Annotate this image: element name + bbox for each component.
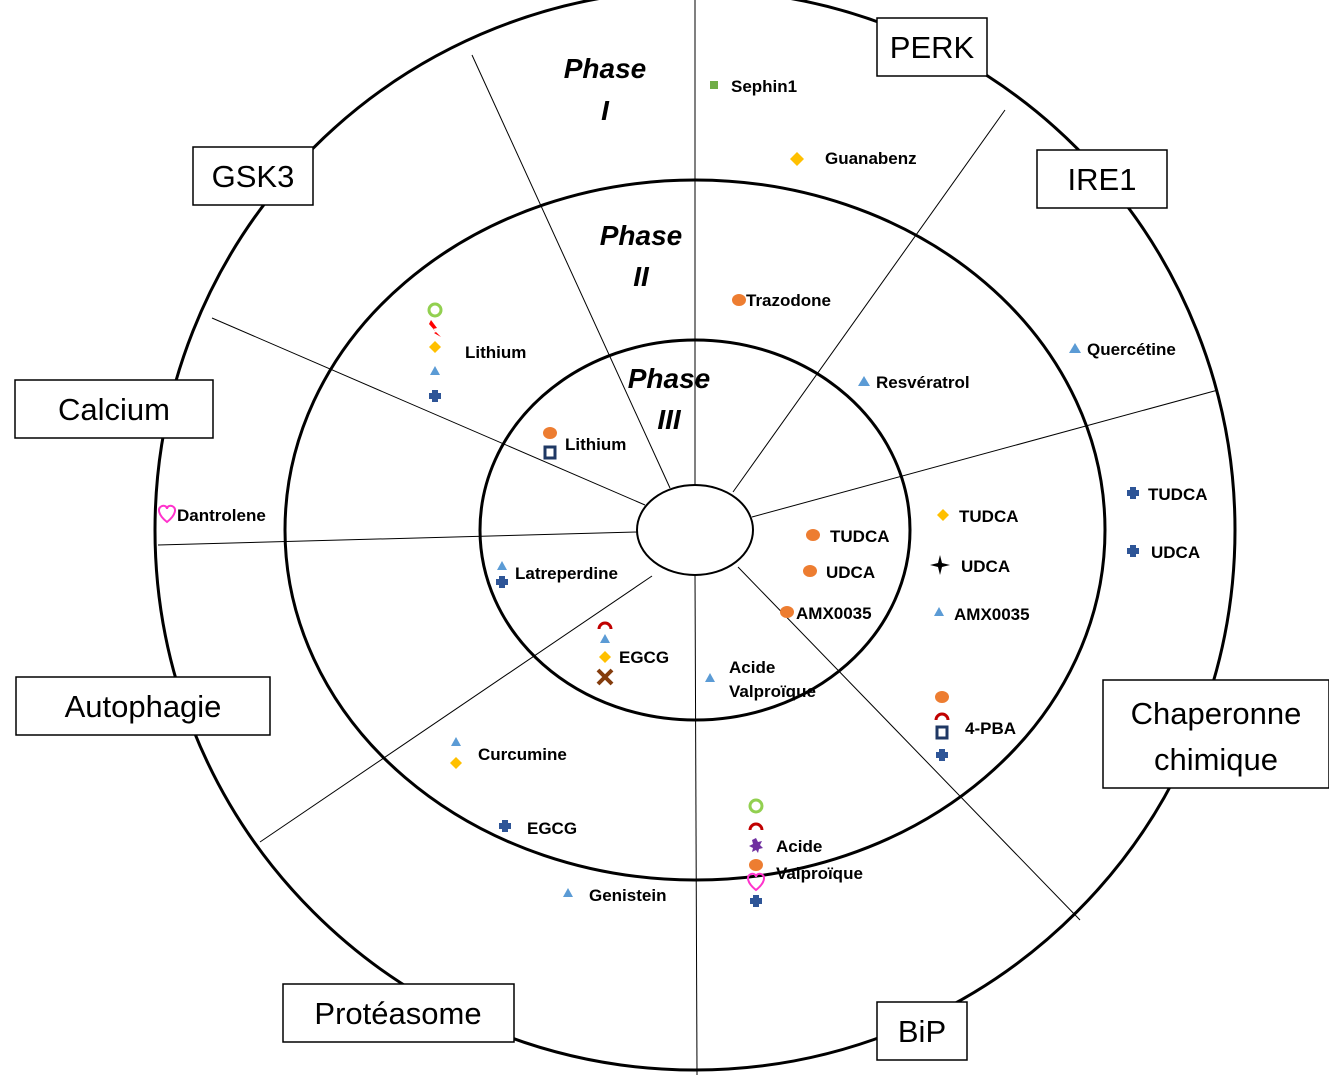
drug-valproique-phase2-line2: Valproïque: [776, 864, 863, 883]
drug-genistein: Genistein: [589, 886, 666, 905]
drug-valproique-phase3-line1: Acide: [729, 658, 775, 677]
drug-4pba: 4-PBA: [965, 719, 1016, 738]
target-chaperonne: Chaperonne chimique: [1102, 679, 1329, 789]
sector-dividers: [157, 0, 1219, 1075]
red-arc-symbol: [748, 822, 764, 831]
drug-tudca-outer: TUDCA: [1148, 485, 1208, 504]
blue-plus-symbol: [429, 390, 441, 402]
target-chaperonne-line2: chimique: [1154, 742, 1278, 777]
drug-latreperdine: Latreperdine: [515, 564, 618, 583]
target-perk: PERK: [876, 17, 988, 77]
drug-egcg-phase2: EGCG: [527, 819, 577, 838]
blue-triangle-symbol: [563, 888, 573, 897]
phase2-num: II: [633, 261, 650, 292]
blue-triangle-symbol: [430, 366, 440, 375]
pink-heart-symbol: [158, 504, 176, 524]
blue-triangle-symbol: [497, 561, 507, 570]
drug-lithium-phase3: Lithium: [565, 435, 626, 454]
blue-plus-symbol: [496, 576, 508, 588]
blue-plus-symbol: [1127, 487, 1139, 499]
symbols: [158, 81, 1139, 907]
drug-valproique-phase2-line1: Acide: [776, 837, 822, 856]
phase3-word: Phase: [628, 363, 711, 394]
target-bip-label: BiP: [898, 1014, 946, 1049]
blue-triangle-symbol: [934, 607, 944, 616]
target-ire1: IRE1: [1036, 149, 1168, 209]
yellow-diamond-symbol: [450, 757, 462, 769]
blue-plus-symbol: [1127, 545, 1139, 557]
drug-trazodone: Trazodone: [746, 291, 831, 310]
orange-dot-symbol: [749, 859, 763, 871]
navy-square-symbol: [935, 725, 949, 740]
purple-star-symbol: [749, 838, 763, 853]
target-proteasome-label: Protéasome: [314, 996, 481, 1031]
drug-tudca-phase3: TUDCA: [830, 527, 890, 546]
drug-egcg-phase3: EGCG: [619, 648, 669, 667]
drug-valproique-phase3-line2: Valproïque: [729, 682, 816, 701]
black-star-symbol: [930, 555, 950, 575]
drug-udca-phase3: UDCA: [826, 563, 875, 582]
green-ring-symbol: [748, 798, 764, 814]
phase3-num: III: [657, 404, 682, 435]
lightning-symbol: [429, 320, 441, 337]
blue-triangle-symbol: [705, 673, 715, 682]
yellow-diamond-symbol: [429, 341, 441, 353]
drug-quercetine: Quercétine: [1087, 340, 1176, 359]
drug-lithium-phase2: Lithium: [465, 343, 526, 362]
phase2-word: Phase: [600, 220, 683, 251]
blue-triangle-symbol: [858, 376, 870, 386]
yellow-diamond-symbol: [790, 152, 804, 166]
drug-amx-phase2: AMX0035: [954, 605, 1030, 624]
target-calcium-label: Calcium: [58, 392, 170, 427]
yellow-diamond-symbol: [937, 509, 949, 521]
blue-plus-symbol: [936, 749, 948, 761]
green-square-symbol: [710, 81, 718, 89]
orange-dot-symbol: [935, 691, 949, 703]
blue-plus-symbol: [750, 895, 762, 907]
target-gsk3-label: GSK3: [212, 159, 295, 194]
drug-tudca-phase2: TUDCA: [959, 507, 1019, 526]
orange-dot-symbol: [732, 294, 746, 306]
target-calcium: Calcium: [14, 379, 214, 439]
phase1-word: Phase: [564, 53, 647, 84]
target-ire1-label: IRE1: [1068, 162, 1137, 197]
orange-dot-symbol: [543, 427, 557, 439]
yellow-diamond-symbol: [599, 651, 611, 663]
drug-udca-outer: UDCA: [1151, 543, 1200, 562]
target-bip: BiP: [876, 1001, 968, 1061]
phase1-num: I: [601, 95, 610, 126]
orange-dot-symbol: [803, 565, 817, 577]
drug-guanabenz: Guanabenz: [825, 149, 917, 168]
blue-triangle-symbol: [451, 737, 461, 746]
outer-ring: [153, 0, 1237, 1072]
brown-cross-symbol: [596, 668, 614, 686]
drug-dantrolene: Dantrolene: [177, 506, 266, 525]
orange-dot-symbol: [780, 606, 794, 618]
drug-amx-phase3: AMX0035: [796, 604, 872, 623]
target-gsk3: GSK3: [192, 146, 314, 206]
green-ring-symbol: [427, 302, 443, 318]
target-chaperonne-line1: Chaperonne: [1131, 696, 1302, 731]
drug-udca-phase2: UDCA: [961, 557, 1010, 576]
red-arc-symbol: [597, 621, 613, 630]
red-arc-symbol: [934, 712, 950, 721]
target-perk-label: PERK: [890, 30, 975, 65]
orange-dot-symbol: [806, 529, 820, 541]
blue-triangle-symbol: [600, 634, 610, 643]
target-autophagie-label: Autophagie: [65, 689, 222, 724]
drug-resveratrol: Resvératrol: [876, 373, 970, 392]
target-autophagie: Autophagie: [15, 676, 271, 736]
drug-curcumine: Curcumine: [478, 745, 567, 764]
pink-heart-symbol: [747, 872, 765, 892]
center-hole: [636, 484, 754, 576]
target-proteasome: Protéasome: [282, 983, 515, 1043]
navy-square-symbol: [543, 445, 557, 460]
drug-sephin1: Sephin1: [731, 77, 797, 96]
blue-triangle-symbol: [1069, 343, 1081, 353]
blue-plus-symbol: [499, 820, 511, 832]
